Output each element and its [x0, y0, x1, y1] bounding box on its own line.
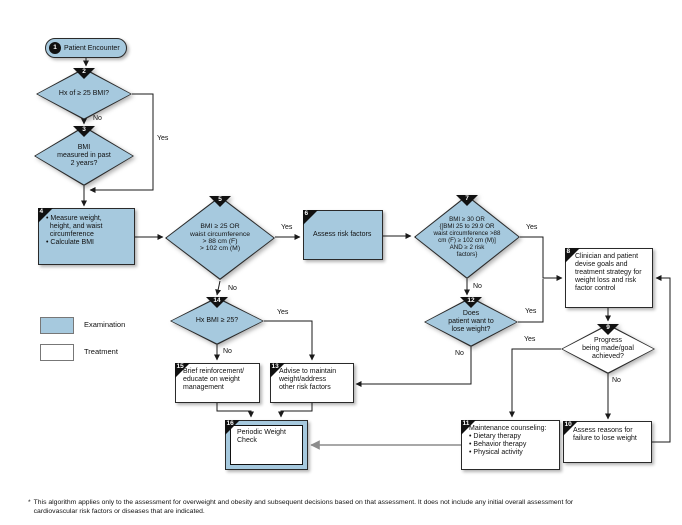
- node-text: • Measure weight, height, and waist circ…: [46, 215, 103, 247]
- connector-15-to-16: [216, 403, 254, 418]
- step-number-badge: 2: [73, 68, 95, 79]
- edge-label-yes: Yes: [525, 308, 537, 315]
- legend-examination-swatch: [40, 317, 74, 334]
- legend-treatment-swatch: [40, 344, 74, 361]
- connector-12-yes-to-8: [518, 279, 544, 323]
- inner-box: Periodic Weight Check: [230, 425, 303, 465]
- edge-label-yes: Yes: [281, 224, 293, 231]
- node-10-assess-failure-reasons: 10 Assess reasons for failure to lose we…: [563, 421, 652, 463]
- step-number-badge: 6: [303, 210, 318, 225]
- node-text: Assess reasons for failure to lose weigh…: [573, 427, 637, 443]
- node-3-bmi-measured-decision: 3 BMI measured in past 2 years?: [34, 126, 134, 186]
- node-5-bmi-or-waist-decision: 5 BMI ≥ 25 OR waist circumference > 88 c…: [165, 196, 275, 280]
- connector-13-to-16: [278, 403, 313, 418]
- node-15-brief-reinforcement: 15 Brief reinforcement/ educate on weigh…: [175, 363, 260, 403]
- edge-label-no: No: [612, 377, 621, 384]
- node-8-devise-goals-strategy: 8 Clinician and patient devise goals and…: [565, 248, 653, 308]
- step-number-badge: 5: [209, 196, 231, 207]
- connector-7-yes-to-8: [520, 236, 563, 281]
- node-text: Hx BMI ≥ 25?: [195, 317, 239, 325]
- node-9-progress-decision: 9 Progress being made/goal achieved?: [561, 324, 655, 374]
- node-text: Progress being made/goal achieved?: [582, 337, 634, 360]
- edge-label-no: No: [455, 350, 464, 357]
- edge-label-yes: Yes: [277, 309, 289, 316]
- connector-12-no-to-13: [355, 347, 472, 387]
- legend-treatment-label: Treatment: [84, 347, 118, 356]
- step-number-badge: 1: [49, 42, 61, 54]
- step-number-badge: 3: [73, 126, 95, 137]
- node-text: Periodic Weight Check: [237, 429, 286, 445]
- footnote-text: This algorithm applies only to the asses…: [33, 499, 574, 515]
- node-text: Maintenance counseling: • Dietary therap…: [469, 425, 547, 457]
- legend-examination-label: Examination: [84, 320, 126, 329]
- connector-5-no-to-14: [215, 280, 222, 296]
- node-14-hx-bmi25-decision: 14 Hx BMI ≥ 25?: [170, 297, 264, 345]
- node-13-advise-maintain-weight: 13 Advise to maintain weight/address oth…: [270, 363, 354, 403]
- node-4-measure-weight: 4 • Measure weight, height, and waist ci…: [38, 208, 135, 265]
- node-7-overweight-plus-risk-decision: 7 BMI ≥ 30 OR {[BMI 25 to 29.9 OR waist …: [414, 195, 520, 279]
- node-2-hx-bmi-decision: 2 Hx of ≥ 25 BMI?: [36, 68, 132, 120]
- node-text: Clinician and patient devise goals and t…: [575, 253, 642, 293]
- step-number-badge: 9: [597, 324, 619, 335]
- edge-label-no: No: [228, 285, 237, 292]
- connector-14-yes-to-13: [264, 320, 315, 361]
- edge-label-no: No: [93, 115, 102, 122]
- node-text: Does patient want to lose weight?: [448, 310, 494, 333]
- node-16-periodic-weight-check: 16 Periodic Weight Check: [225, 420, 308, 470]
- step-number-badge: 7: [456, 195, 478, 206]
- node-text: Assess risk factors: [313, 230, 372, 238]
- node-text: Brief reinforcement/ educate on weight m…: [183, 368, 245, 392]
- edge-label-yes: Yes: [524, 336, 536, 343]
- footnote-marker: *: [28, 499, 31, 506]
- edge-label-no: No: [223, 348, 232, 355]
- edge-label-yes: Yes: [157, 135, 169, 142]
- node-12-wants-to-lose-weight-decision: 12 Does patient want to lose weight?: [424, 297, 518, 347]
- node-text: Advise to maintain weight/address other …: [279, 368, 337, 392]
- node-11-maintenance-counseling: 11 Maintenance counseling: • Dietary the…: [461, 420, 560, 470]
- footnote: * This algorithm applies only to the ass…: [28, 499, 678, 517]
- node-text: BMI ≥ 30 OR {[BMI 25 to 29.9 OR waist ci…: [433, 215, 501, 259]
- node-6-assess-risk-factors: 6 Assess risk factors: [303, 210, 383, 260]
- step-number-badge: 12: [460, 297, 482, 308]
- node-1-patient-encounter: 1 Patient Encounter: [45, 38, 127, 58]
- step-number-badge: 14: [206, 297, 228, 308]
- node-text: BMI ≥ 25 OR waist circumference > 88 cm …: [189, 223, 251, 253]
- edge-label-no: No: [473, 283, 482, 290]
- edge-label-yes: Yes: [526, 224, 538, 231]
- node-text: Patient Encounter: [64, 44, 120, 52]
- connector-9-yes-to-11: [509, 348, 561, 418]
